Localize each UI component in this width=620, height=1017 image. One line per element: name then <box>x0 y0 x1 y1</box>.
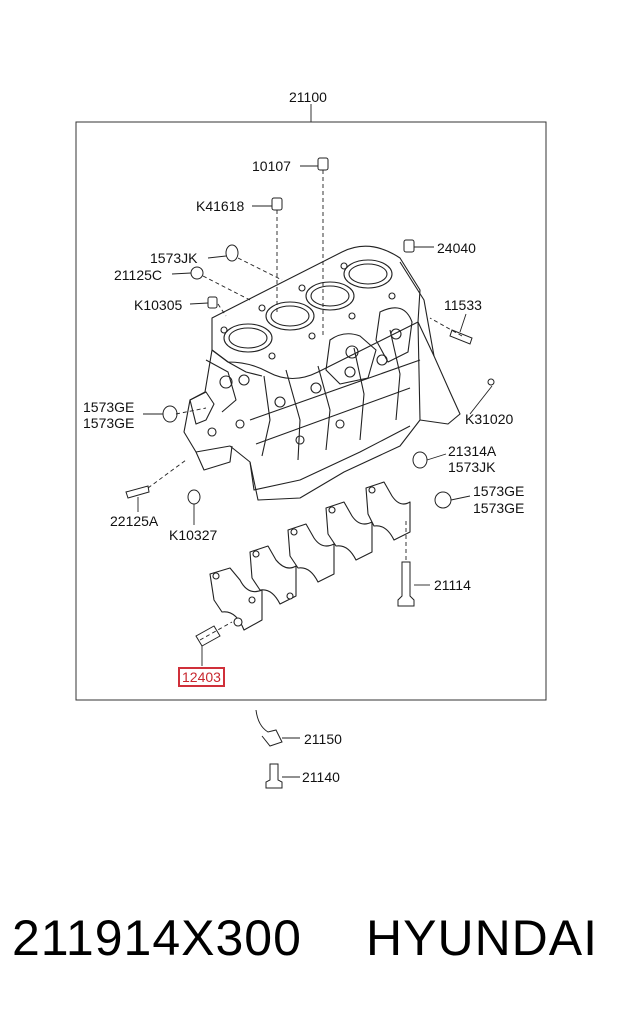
plug-21125C <box>190 266 204 280</box>
part-label-10107[interactable]: 10107 <box>252 158 291 174</box>
dowel-K41618 <box>271 197 283 211</box>
part-label-1573JK-top[interactable]: 1573JK <box>150 250 198 266</box>
cylinder-block-drawing <box>183 245 461 501</box>
leader-lines <box>147 170 463 641</box>
bolt-21114 <box>397 561 415 607</box>
part-number-caption: 211914X300 <box>12 910 302 966</box>
part-label-1573JK-right[interactable]: 1573JK <box>448 459 496 475</box>
plug-1573GE-right <box>434 491 452 509</box>
part-label-1573GE-right-a[interactable]: 1573GE <box>473 483 525 499</box>
part-label-12403-highlighted[interactable]: 12403 <box>178 667 225 687</box>
cylinder-bore-3 <box>305 281 355 311</box>
sensor-21150 <box>255 709 283 747</box>
part-label-K41618[interactable]: K41618 <box>196 198 245 214</box>
cylinder-bore-1 <box>223 323 273 353</box>
part-label-K10327[interactable]: K10327 <box>169 527 218 543</box>
part-label-K10305[interactable]: K10305 <box>134 297 183 313</box>
stud-22125A <box>125 485 150 499</box>
small-parts <box>125 157 495 789</box>
part-label-22125A[interactable]: 22125A <box>110 513 159 529</box>
cylinder-bore-2 <box>265 301 315 331</box>
plug-K10327 <box>187 489 201 505</box>
plug-21314A <box>412 451 428 469</box>
part-label-11533[interactable]: 11533 <box>444 297 482 313</box>
plug-1573GE-left <box>162 405 178 423</box>
callout-lines <box>137 165 493 778</box>
part-label-K31020[interactable]: K31020 <box>465 411 514 427</box>
assembly-label[interactable]: 21100 <box>289 89 327 105</box>
part-label-21114[interactable]: 21114 <box>434 577 471 593</box>
plug-24040 <box>403 239 415 253</box>
part-label-1573GE-right-b[interactable]: 1573GE <box>473 500 525 516</box>
brand-caption: HYUNDAI <box>366 910 599 966</box>
part-label-21314A[interactable]: 21314A <box>448 443 497 459</box>
dowel-K10305 <box>207 296 218 309</box>
plug-K31020 <box>487 378 495 386</box>
dowel-10107 <box>317 157 329 171</box>
part-label-24040[interactable]: 24040 <box>437 240 476 256</box>
plug-1573JK-top <box>225 244 239 262</box>
bolt-21140 <box>265 763 283 789</box>
part-label-21150[interactable]: 21150 <box>304 731 342 747</box>
main-bearing-caps <box>209 481 411 631</box>
part-label-1573GE-left-b[interactable]: 1573GE <box>83 415 135 431</box>
stud-11533 <box>449 329 473 345</box>
part-label-21140[interactable]: 21140 <box>302 769 340 785</box>
cylinder-bore-4 <box>343 259 393 289</box>
part-label-1573GE-left-a[interactable]: 1573GE <box>83 399 135 415</box>
part-label-21125C[interactable]: 21125C <box>114 267 163 283</box>
